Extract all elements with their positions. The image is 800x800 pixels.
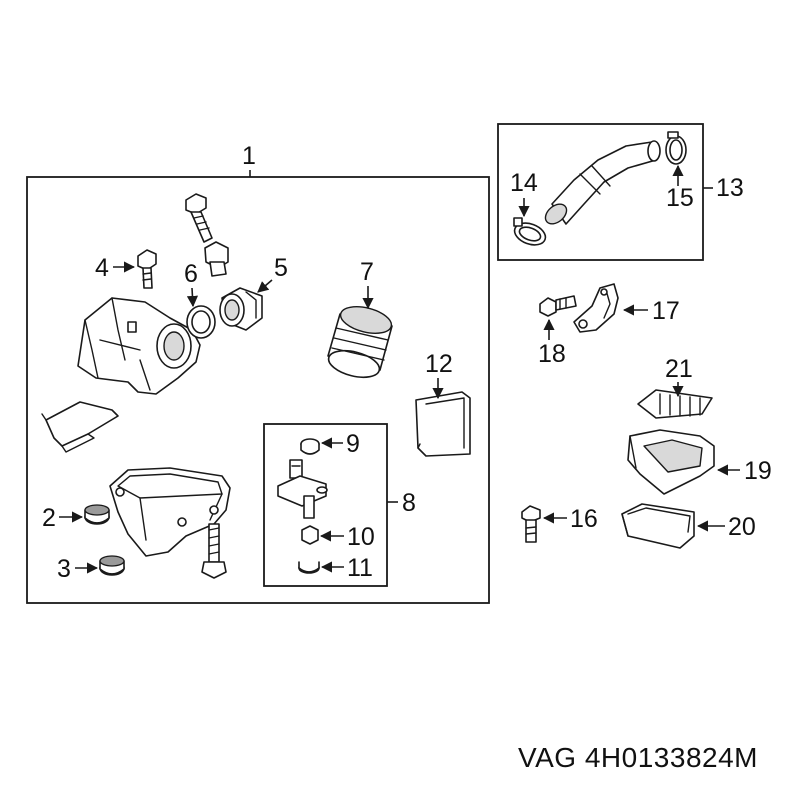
group-box-8 <box>263 423 388 587</box>
callout-21: 21 <box>665 355 693 383</box>
callout-15: 15 <box>666 184 694 212</box>
hose-clamp-14 <box>513 217 547 246</box>
callout-3: 3 <box>57 555 71 583</box>
callout-7: 7 <box>360 258 374 286</box>
callout-19: 19 <box>744 457 772 485</box>
air-cleaner-upper-cover <box>77 297 201 395</box>
hose-clamp-15 <box>665 131 687 165</box>
bolt-18-shape <box>539 295 577 317</box>
part-number-label: VAG 4H0133824M <box>518 742 758 773</box>
bolt-upper <box>185 193 213 243</box>
mounting-bracket <box>41 401 119 453</box>
callout-2: 2 <box>42 504 56 532</box>
connector-fitting <box>204 241 229 277</box>
duct-panel-12 <box>415 391 471 457</box>
callout-4: 4 <box>95 254 109 282</box>
bolt-16-shape <box>521 505 541 543</box>
long-bolt <box>201 523 227 579</box>
air-filter-element-7 <box>327 306 393 379</box>
callout-1: 1 <box>242 142 256 170</box>
air-intake-hose <box>544 140 661 225</box>
callout-12: 12 <box>425 350 453 378</box>
bracket-17 <box>573 283 619 333</box>
washer-11 <box>298 561 320 574</box>
callout-17: 17 <box>652 297 680 325</box>
callout-5: 5 <box>274 254 288 282</box>
grommet-9 <box>300 438 320 455</box>
group-box-13 <box>497 123 704 261</box>
nut-10 <box>301 525 319 545</box>
tray-20 <box>621 503 695 549</box>
callout-6: 6 <box>184 260 198 288</box>
grommet-2 <box>84 504 110 525</box>
mass-air-flow-sensor-5 <box>219 287 263 331</box>
callout-20: 20 <box>728 513 756 541</box>
callout-10: 10 <box>347 523 375 551</box>
callout-18: 18 <box>538 340 566 368</box>
filter-element-21 <box>637 389 713 419</box>
grommet-3 <box>99 555 125 576</box>
mount-bracket-8 <box>277 459 328 519</box>
seal-ring-6 <box>186 305 216 339</box>
group-box-1 <box>26 176 490 604</box>
duct-19 <box>627 429 715 495</box>
callout-14: 14 <box>510 169 538 197</box>
bolt-4-shape <box>137 249 157 289</box>
callout-16: 16 <box>570 505 598 533</box>
callout-11: 11 <box>347 554 373 582</box>
callout-13: 13 <box>716 174 744 202</box>
callout-9: 9 <box>346 430 360 458</box>
callout-8: 8 <box>402 489 416 517</box>
